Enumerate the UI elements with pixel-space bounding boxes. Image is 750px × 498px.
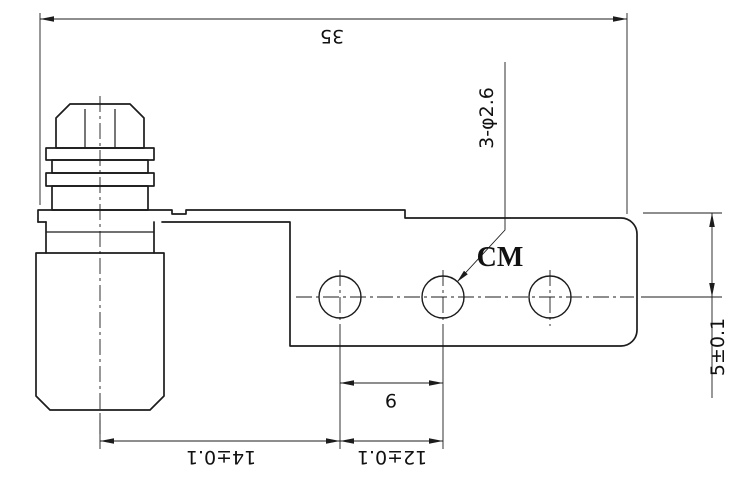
bracket-plate-outline — [37, 209, 638, 347]
dim-bottom-chain: 14±0.1 12±0.1 — [99, 416, 443, 468]
dim-right-height: 5±0.1 — [641, 212, 729, 398]
dim-text-hole-spacing: 9 — [385, 389, 397, 411]
dim-text-height-right: 5±0.1 — [707, 318, 729, 376]
arrowhead — [429, 438, 443, 444]
arrowhead — [340, 380, 354, 386]
brand-mark: CM — [477, 242, 524, 273]
arrowhead — [709, 283, 715, 297]
dim-hole-spacing: 9 — [339, 326, 444, 449]
dim-text-pitch-right: 12±0.1 — [357, 446, 427, 468]
leader-line — [456, 62, 506, 283]
dim-overall-width: 35 — [39, 13, 628, 214]
arrowhead — [429, 380, 443, 386]
arrowhead — [40, 16, 54, 22]
dim-text-overall-width: 35 — [320, 25, 344, 47]
bolt-body-outline — [35, 252, 165, 411]
arrowhead — [457, 270, 468, 282]
arrowhead — [340, 438, 354, 444]
arrowhead — [709, 213, 715, 227]
dim-text-pitch-left: 14±0.1 — [186, 446, 256, 468]
callout-text-holes: 3-φ2.6 — [476, 87, 498, 149]
centerlines — [99, 96, 634, 434]
arrowhead — [100, 438, 114, 444]
part-view — [35, 103, 638, 411]
hole-callout: 3-φ2.6 — [456, 62, 506, 283]
arrowhead — [326, 438, 340, 444]
arrowhead — [613, 16, 627, 22]
